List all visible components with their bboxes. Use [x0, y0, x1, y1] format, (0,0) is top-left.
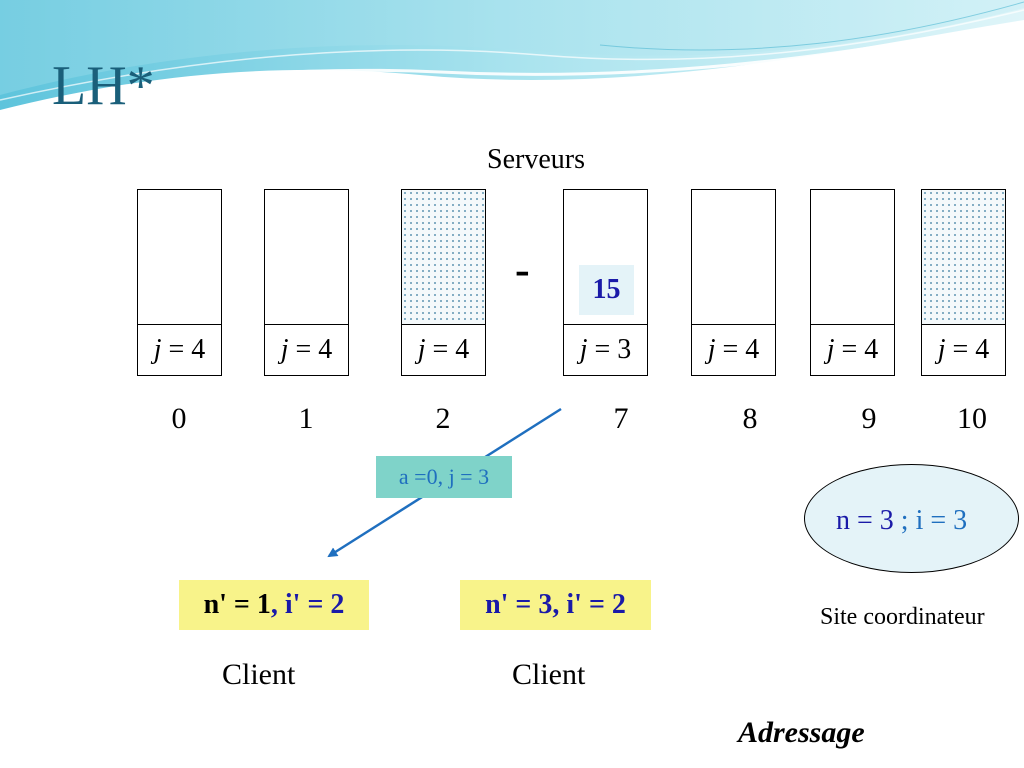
servers-label: Serveurs [487, 144, 585, 175]
bucket-index: 10 [957, 402, 987, 435]
bucket-level: j = 4 [138, 324, 221, 375]
server-bucket: j = 4 [401, 189, 486, 376]
bucket-level: j = 3 [564, 324, 647, 375]
server-bucket: j = 4 [921, 189, 1006, 376]
bucket-index: 2 [435, 402, 451, 435]
bucket-index: 9 [861, 402, 877, 435]
client-label: Client [222, 658, 296, 691]
bucket-index: 1 [298, 402, 314, 435]
bucket-body [265, 190, 348, 325]
header-wave-decoration [0, 0, 1024, 114]
client-image-box: n' = 1, i' = 2 [179, 580, 369, 630]
bucket-level: j = 4 [265, 324, 348, 375]
iam-message-box: a =0, j = 3 [376, 456, 512, 498]
bucket-body-dotted [402, 190, 485, 325]
key-box: 15 [579, 265, 634, 315]
coordinator-label: Site coordinateur [820, 604, 985, 630]
bucket-index: 8 [742, 402, 758, 435]
server-bucket: j = 4 [264, 189, 349, 376]
bucket-level: j = 4 [922, 324, 1005, 375]
bucket-level: j = 4 [692, 324, 775, 375]
slide-title: LH* [52, 55, 155, 117]
bucket-index: 7 [613, 402, 629, 435]
bucket-body [692, 190, 775, 325]
server-bucket: j = 4 [810, 189, 895, 376]
coordinator-ellipse [804, 464, 1019, 573]
client-label: Client [512, 658, 586, 691]
bucket-body [811, 190, 894, 325]
server-bucket: j = 4 [137, 189, 222, 376]
footer-label: Adressage [738, 716, 865, 749]
bucket-level: j = 4 [402, 324, 485, 375]
bucket-index: 0 [171, 402, 187, 435]
server-bucket: j = 4 [691, 189, 776, 376]
gap-marker: - [515, 245, 530, 294]
bucket-level: j = 4 [811, 324, 894, 375]
client-image-box: n' = 3, i' = 2 [460, 580, 651, 630]
coordinator-state: n = 3 ; i = 3 [836, 505, 968, 536]
bucket-body [138, 190, 221, 325]
bucket-body-dotted [922, 190, 1005, 325]
